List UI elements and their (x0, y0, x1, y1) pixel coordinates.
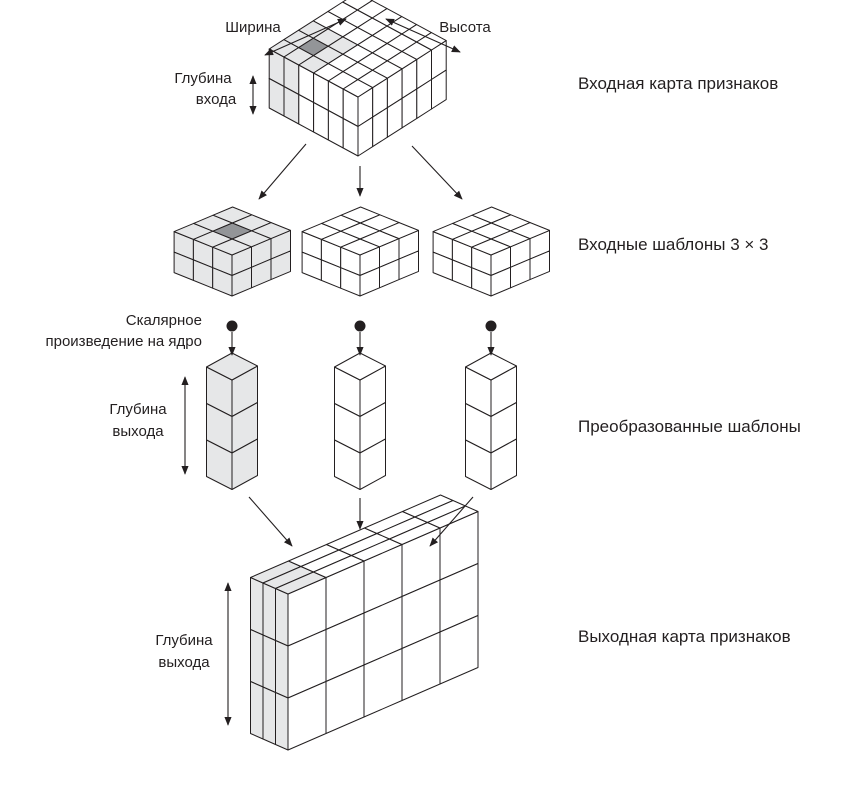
transformed-patch-1 (206, 352, 258, 490)
output-left-cell (275, 692, 289, 751)
input-patch-1 (173, 206, 291, 297)
width-arrow (264, 18, 347, 56)
column-top-cell (334, 352, 386, 381)
output-depth-label-line2: выхода (112, 423, 164, 440)
patch-top-cell (510, 222, 550, 240)
patch-top-cell (251, 222, 291, 240)
output-left-cell (250, 629, 264, 688)
output-top-cell (427, 505, 479, 529)
output-map-depth-label-line2: выхода (158, 654, 210, 671)
input-map-right-cell (431, 69, 447, 110)
dot-product-dot-2 (354, 320, 366, 332)
patch-left-cell (340, 267, 361, 297)
width-label: Ширина (225, 19, 281, 36)
input-depth-label-line2: входа (196, 91, 237, 108)
patch-left-cell (471, 267, 492, 297)
arrow-to-patch-1 (258, 143, 307, 200)
column-left-cell (206, 439, 233, 490)
input-map-left-cell (342, 118, 359, 157)
column-top-cell (206, 352, 258, 381)
output-feature-map (250, 494, 479, 751)
stage-input-map: Входная карта признаков (578, 74, 778, 93)
column-top-cell (465, 352, 517, 381)
column-left-cell (465, 439, 492, 490)
output-left-cell (262, 686, 276, 745)
dot-product-dot-3 (485, 320, 497, 332)
input-feature-map (268, 0, 447, 157)
height-label: Высота (439, 19, 491, 36)
output-map-depth-label-line1: Глубина (155, 632, 213, 649)
input-patch-2 (301, 206, 419, 297)
output-left-cell (275, 640, 289, 699)
column-left-cell (334, 439, 361, 490)
dot-product-dot-1 (226, 320, 238, 332)
patch-right-cell (529, 250, 550, 281)
output-depth-label-line1: Глубина (109, 401, 167, 418)
output-left-cell (275, 588, 289, 647)
arrow-to-output-1 (248, 496, 293, 547)
transformed-patch-2 (334, 352, 386, 490)
output-left-cell (262, 634, 276, 693)
output-left-cell (250, 681, 264, 740)
input-depth-label-line1: Глубина (174, 70, 232, 87)
stage-output-map: Выходная карта признаков (578, 627, 791, 646)
input-patch-3 (432, 206, 550, 297)
stage-transformed-patches: Преобразованные шаблоны (578, 417, 801, 436)
patch-left-cell (212, 267, 233, 297)
patch-right-cell (270, 250, 291, 281)
patch-top-cell (379, 222, 419, 240)
stage-input-patches: Входные шаблоны 3 × 3 (578, 235, 769, 254)
height-arrow (385, 18, 461, 53)
output-right-cell (439, 615, 479, 685)
output-left-cell (262, 582, 276, 641)
flow-arrows (181, 18, 497, 726)
arrow-to-patch-3 (411, 145, 463, 200)
arrow-to-output-3 (429, 496, 474, 547)
dot-product-label-line1: Скалярное (126, 312, 202, 329)
patch-right-cell (398, 250, 419, 281)
dot-product-label-line2: произведение на ядро (46, 333, 203, 350)
output-left-cell (250, 577, 264, 636)
transformed-patch-3 (465, 352, 517, 490)
